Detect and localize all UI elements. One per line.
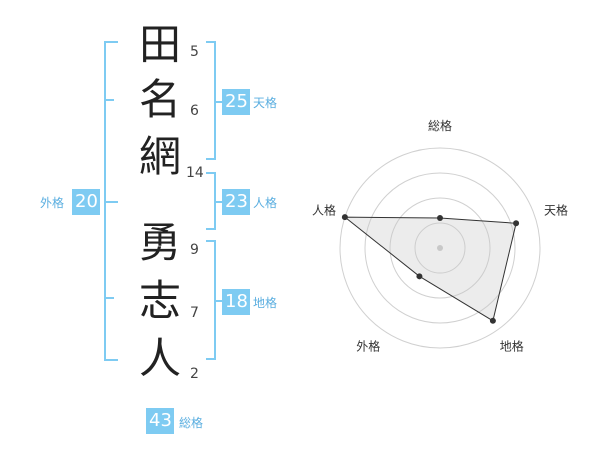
axis-label-3: 地格 <box>500 339 524 354</box>
stroke-count-3: 14 <box>186 165 204 181</box>
soukaku-value-badge: 43 <box>146 408 174 434</box>
axis-label-5: 人格 <box>312 202 336 217</box>
jinkaku-value-badge: 23 <box>222 189 250 215</box>
jinkaku-bracket <box>206 172 216 230</box>
tenkaku-bracket <box>206 41 216 160</box>
name-char-6: 人 <box>138 334 181 383</box>
center-dot <box>437 245 443 251</box>
stroke-count-1: 5 <box>190 44 199 60</box>
score-point-3 <box>489 317 496 324</box>
name-char-2: 名 <box>138 75 181 124</box>
name-char-4: 勇 <box>138 218 181 267</box>
stroke-count-4: 9 <box>190 242 199 258</box>
gaikaku-bracket-tick-top <box>106 99 114 101</box>
gaikaku-bracket-tick-bottom <box>106 297 114 299</box>
axis-label-2: 天格 <box>544 202 568 217</box>
name-char-3: 網 <box>138 132 181 181</box>
score-point-5 <box>341 214 348 221</box>
grid-ring-4 <box>339 147 541 349</box>
grid-ring-1 <box>414 222 466 274</box>
gaikaku-connector <box>104 201 118 203</box>
jinkaku-label: 人格 <box>253 196 278 210</box>
score-point-2 <box>513 220 520 227</box>
chikaku-bracket <box>206 240 216 360</box>
name-char-5: 志 <box>138 276 181 325</box>
gaikaku-label: 外格 <box>40 196 65 210</box>
tenkaku-label: 天格 <box>253 96 278 110</box>
chikaku-value-badge: 18 <box>222 289 250 315</box>
score-point-1 <box>437 215 443 221</box>
grid-ring-3 <box>364 172 516 324</box>
tenkaku-connector <box>216 101 222 103</box>
name-char-1: 田 <box>138 20 181 69</box>
gaikaku-value-badge: 20 <box>72 189 100 215</box>
score-point-4 <box>416 273 423 280</box>
stroke-count-2: 6 <box>190 103 199 119</box>
jinkaku-connector <box>216 201 222 203</box>
axis-label-1: 総格 <box>428 118 452 133</box>
chikaku-label: 地格 <box>253 296 278 310</box>
soukaku-label: 総格 <box>179 416 204 430</box>
axis-label-4: 外格 <box>356 339 380 354</box>
grid-ring-2 <box>389 197 491 299</box>
stroke-count-6: 2 <box>190 366 199 382</box>
score-polygon <box>343 216 517 322</box>
chikaku-connector <box>216 300 222 302</box>
tenkaku-value-badge: 25 <box>222 89 250 115</box>
stroke-count-5: 7 <box>190 305 199 321</box>
